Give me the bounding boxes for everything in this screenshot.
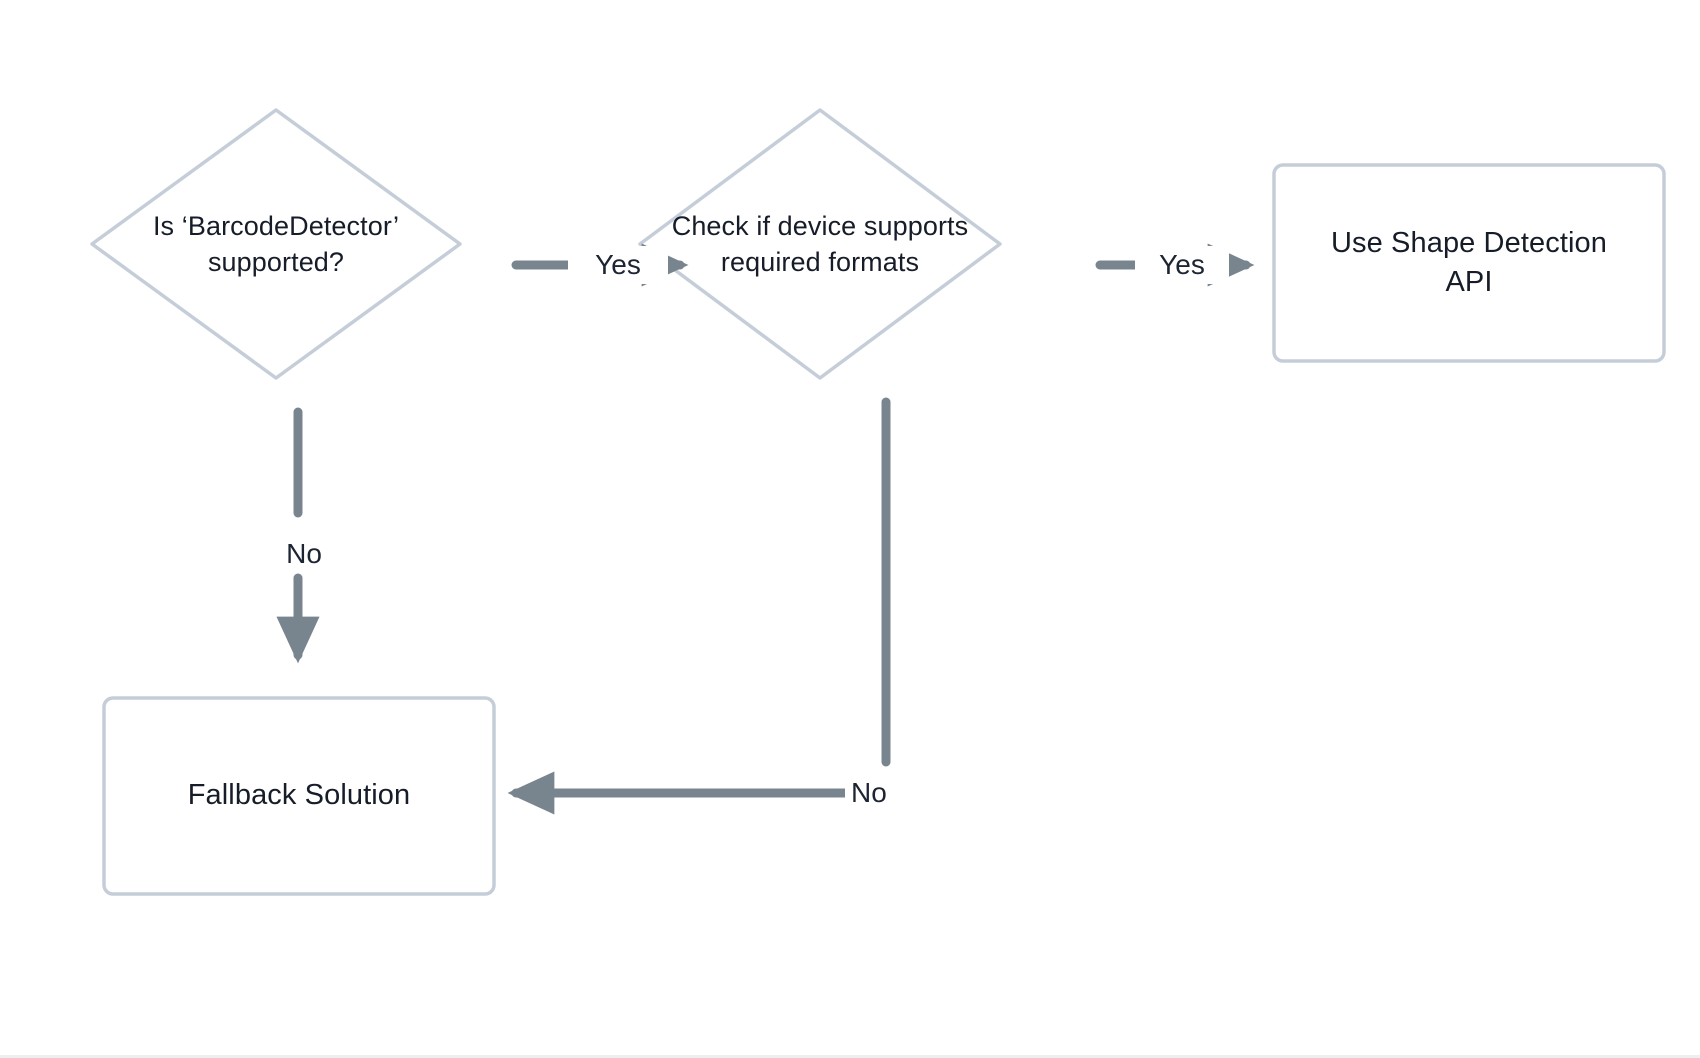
- edge-label-formats-yes: Yes: [1135, 246, 1229, 284]
- edge-label-formats-no: No: [845, 774, 917, 812]
- edge-label-barcode-yes: Yes: [568, 246, 668, 284]
- shape-diamond-barcode-detector-check[interactable]: [90, 108, 462, 380]
- shape-box-use-shape-detection-api[interactable]: [1272, 163, 1666, 363]
- canvas-bottom-edge: [0, 1055, 1700, 1058]
- edge-label-barcode-no: No: [258, 535, 350, 573]
- shape-diamond-device-formats-check[interactable]: [638, 108, 1002, 380]
- shape-box-fallback-solution[interactable]: [102, 696, 496, 896]
